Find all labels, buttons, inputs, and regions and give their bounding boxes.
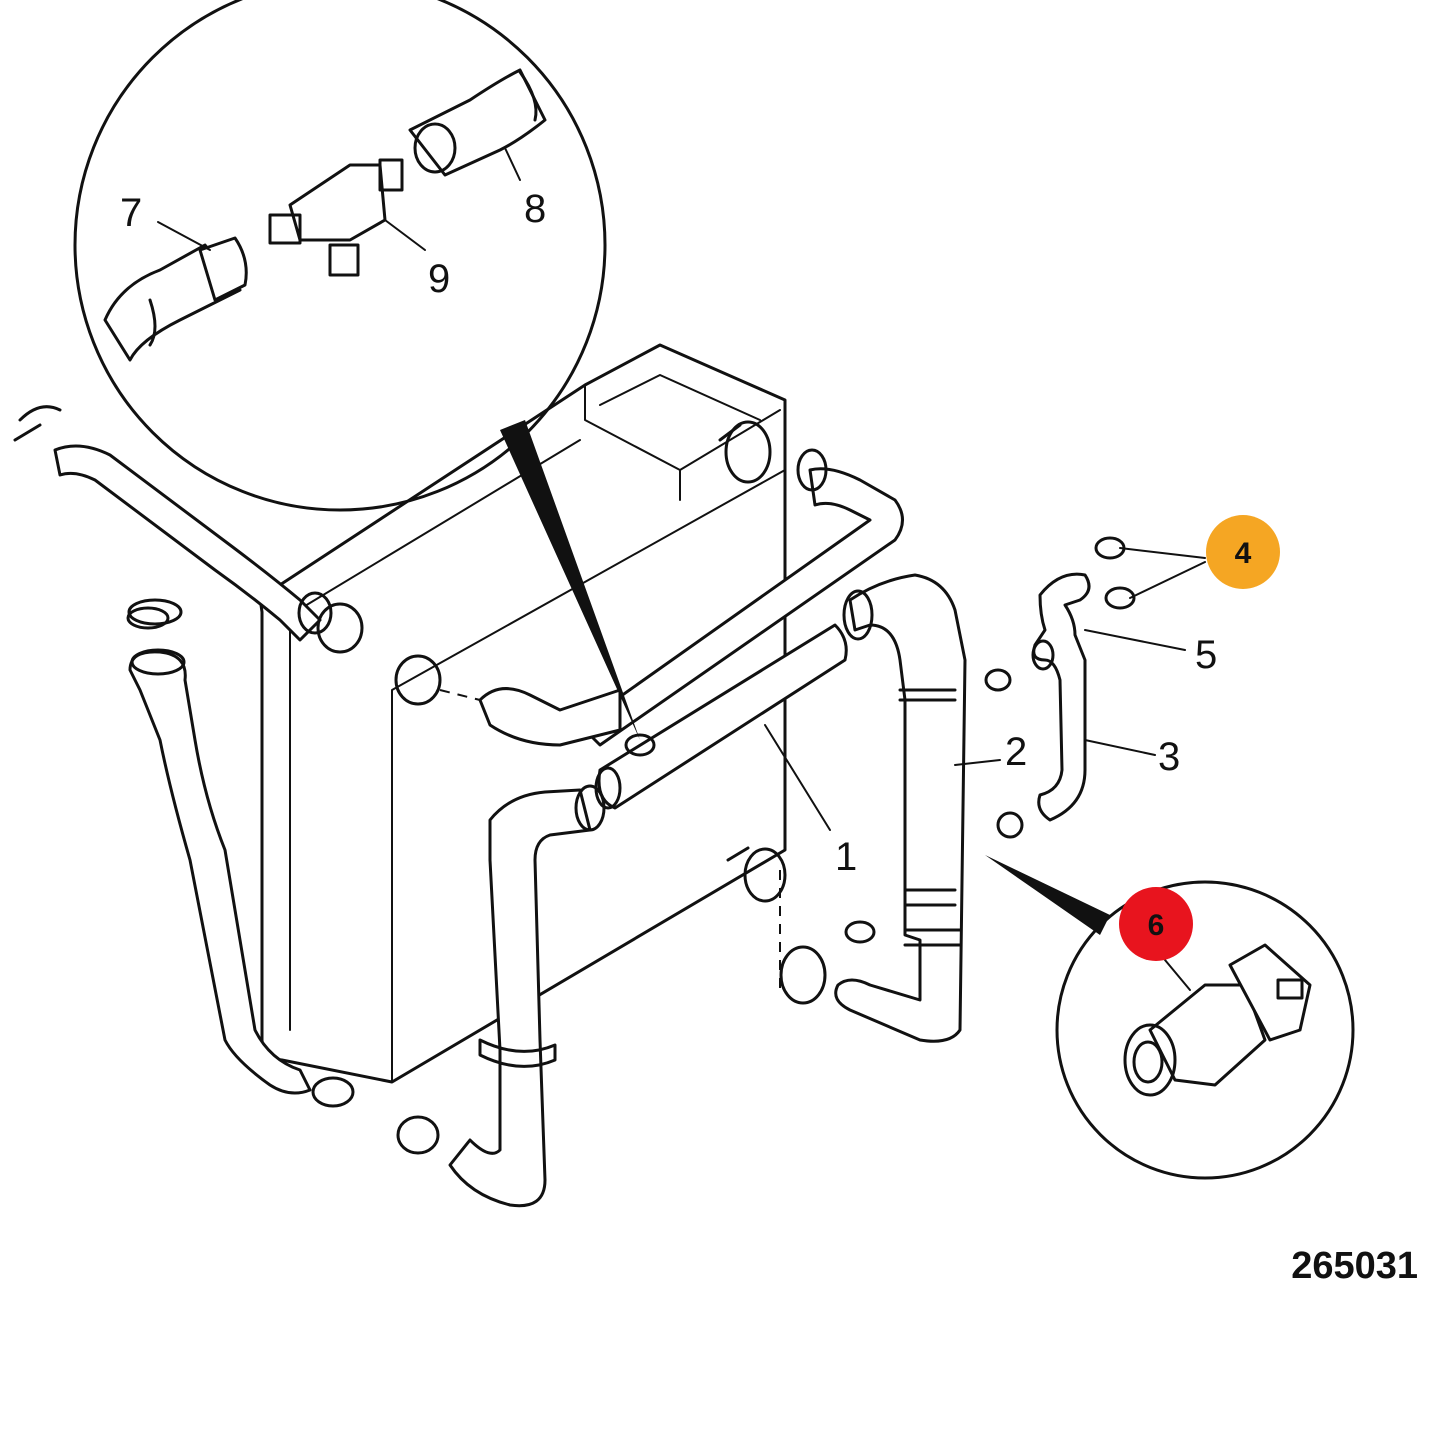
callout-5: 5 <box>1195 633 1217 677</box>
upper-left-hose <box>13 405 333 642</box>
callout-3: 3 <box>1158 735 1180 779</box>
top-right-hose <box>578 448 904 747</box>
callout-1: 1 <box>835 835 857 879</box>
callout-7: 7 <box>120 191 142 235</box>
hose-clips <box>126 536 1136 839</box>
badge-4[interactable]: 4 <box>1206 515 1280 589</box>
callout-9: 9 <box>428 257 450 301</box>
callout-leaders <box>764 547 1206 831</box>
callout-8: 8 <box>524 187 546 231</box>
zoom-circle-sensor <box>985 855 1355 1180</box>
hose-1 <box>594 623 848 810</box>
callout-4: 4 <box>1235 537 1252 570</box>
figure-number: 265031 <box>1291 1245 1418 1287</box>
hose-2 <box>779 573 967 1043</box>
lower-center-hose <box>396 784 606 1208</box>
center-bend-hose <box>394 654 622 747</box>
callout-6: 6 <box>1148 909 1165 942</box>
badge-6[interactable]: 6 <box>1119 887 1193 961</box>
callout-2: 2 <box>1005 730 1027 774</box>
lower-left-hose <box>127 598 364 1108</box>
hose-3-and-5 <box>1031 572 1091 822</box>
callout-labels: 1 2 3 5 7 8 9 <box>120 187 1217 879</box>
zoom-circle-tee-fitting <box>73 0 640 740</box>
